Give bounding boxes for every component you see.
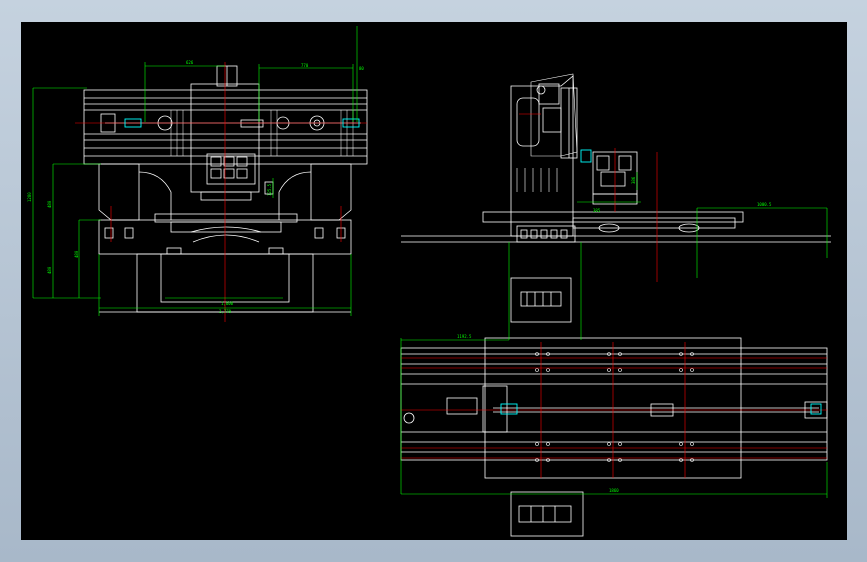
dim-top-left: 626 — [186, 60, 194, 65]
side-bed — [482, 211, 744, 223]
machine-tool-drawing: 626 770 80 1280 480 480 480 125.5 1,600 … — [27, 26, 831, 537]
front-left-column — [98, 163, 140, 221]
dimension-lines — [32, 26, 828, 498]
dim-top-view-left: 1192.5 — [457, 334, 472, 339]
dim-bottom-inner: 1,600 — [221, 301, 234, 306]
front-view — [83, 65, 368, 313]
dim-top-right: 770 — [301, 63, 309, 68]
top-view — [400, 337, 828, 537]
centerlines — [75, 62, 827, 478]
bearings — [124, 118, 822, 415]
dim-side-right: 1000.5 — [757, 202, 772, 207]
dim-left-upper: 480 — [47, 200, 52, 208]
cad-drawing-viewport[interactable]: 626 770 80 1280 480 480 480 125.5 1,600 … — [21, 22, 847, 540]
dim-bottom-overall: 2,770 — [219, 309, 232, 314]
dim-side-column: 386 — [631, 176, 636, 184]
dim-left-lower: 480 — [47, 266, 52, 274]
side-view — [401, 73, 831, 323]
dim-spindle: 125.5 — [267, 183, 272, 196]
front-table — [154, 213, 298, 223]
dim-left-middle: 480 — [74, 250, 79, 258]
front-crossbeam — [83, 89, 368, 165]
dimension-labels: 626 770 80 1280 480 480 480 125.5 1,600 … — [27, 60, 772, 493]
front-right-column — [310, 163, 352, 221]
dim-top-view-bottom: 1860 — [609, 488, 619, 493]
dim-side-offset: 385 — [593, 208, 601, 213]
dim-overall-height: 1280 — [27, 192, 32, 202]
dim-top-small: 80 — [359, 66, 364, 71]
